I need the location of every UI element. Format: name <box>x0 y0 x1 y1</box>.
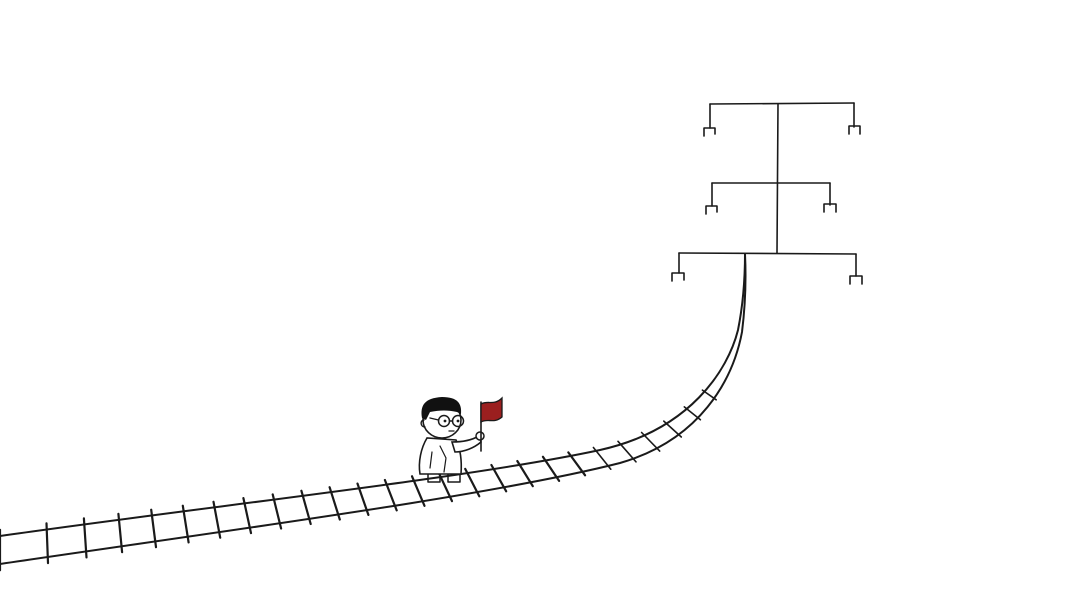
boy-eye-right <box>456 419 460 423</box>
boy-hand <box>475 431 485 441</box>
boy-ear <box>420 419 426 428</box>
boy-eye-left <box>443 419 447 423</box>
structure-hook-middle-left <box>705 205 718 215</box>
railway-track <box>0 253 747 572</box>
track-rail-right <box>0 253 747 565</box>
boy-hair <box>421 397 462 420</box>
red-flag <box>480 396 503 424</box>
structure-bar-bottom <box>678 252 857 255</box>
track-ties <box>0 389 718 572</box>
boy-with-flag <box>418 396 503 483</box>
boy-legs <box>427 471 461 483</box>
structure-hook-top-left <box>703 127 716 137</box>
structure-hook-bottom-right <box>849 275 863 285</box>
boy-robe-fold <box>429 445 447 473</box>
structure-hook-middle-right <box>823 203 837 213</box>
structure-hook-bottom-left <box>671 272 685 282</box>
structure-bar-top <box>709 102 855 105</box>
structure-trunk <box>776 103 779 254</box>
structure-hook-top-right <box>848 125 861 135</box>
boy-glasses-bridge <box>429 417 454 422</box>
track-rail-left <box>0 253 746 537</box>
pole-like-structure <box>671 102 863 285</box>
